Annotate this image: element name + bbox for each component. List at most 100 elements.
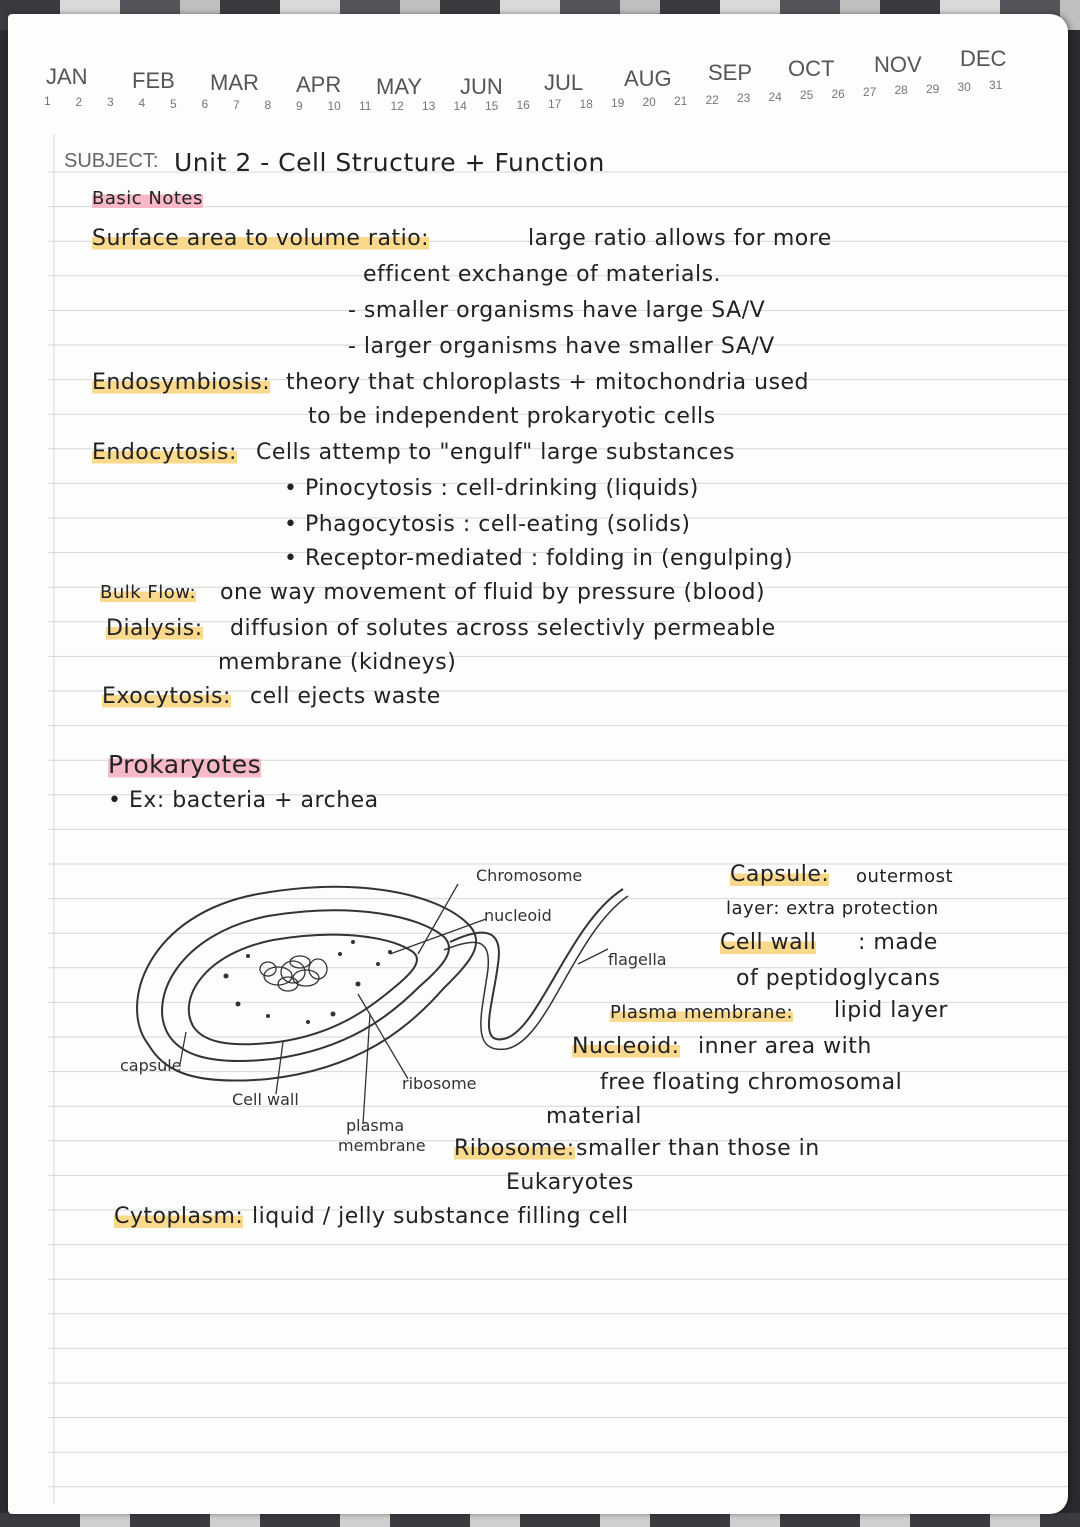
ribosome-term: Ribosome: <box>454 1136 575 1161</box>
calendar-day: 29 <box>926 81 940 96</box>
calendar-day: 10 <box>327 98 341 113</box>
calendar-month: DEC <box>960 46 1007 71</box>
phagocytosis-item: • Phagocytosis : cell-eating (solids) <box>284 512 691 537</box>
subject-title: Unit 2 - Cell Structure + Function <box>174 148 605 177</box>
bulk-flow-def: one way movement of fluid by pressure (b… <box>220 580 766 605</box>
endosymbiosis-def-1: theory that chloroplasts + mitochondria … <box>286 370 810 395</box>
calendar-day: 27 <box>863 85 877 99</box>
calendar-day: 31 <box>989 78 1003 92</box>
ribosome-dots <box>223 940 392 1024</box>
calendar-month: SEP <box>708 60 753 85</box>
calendar-month: OCT <box>788 56 835 81</box>
calendar-day: 23 <box>737 91 751 106</box>
endocytosis-term: Endocytosis: <box>92 440 237 465</box>
calendar-day: 26 <box>831 86 845 101</box>
cell-wall-label: Cell wall <box>232 1090 299 1109</box>
calendar-day: 19 <box>611 95 625 110</box>
dialysis-def-1: diffusion of solutes across selectivly p… <box>230 616 776 641</box>
dialysis-term: Dialysis: <box>106 616 203 641</box>
calendar-day: 24 <box>768 89 782 104</box>
endocytosis-def-1: Cells attemp to "engulf" large substance… <box>256 440 736 465</box>
calendar-day: 18 <box>579 96 593 111</box>
cell-wall-def-2: of peptidoglycans <box>736 966 941 991</box>
plasma-membrane-label-1: plasma <box>346 1116 405 1135</box>
dialysis-def-2: membrane (kidneys) <box>218 650 457 675</box>
calendar-day: 4 <box>138 96 146 111</box>
cytoplasm-term: Cytoplasm: <box>114 1204 244 1229</box>
capsule-outline <box>136 885 478 1082</box>
calendar-day: 20 <box>642 94 656 109</box>
bulk-flow-term: Bulk Flow: <box>100 582 197 603</box>
notebook-page: SUBJECT: Unit 2 - Cell Structure + Funct… <box>8 14 1068 1514</box>
capsule-def-2: layer: extra protection <box>726 898 939 919</box>
sa-def-3: - smaller organisms have large SA/V <box>348 298 766 323</box>
exocytosis-term: Exocytosis: <box>102 684 231 709</box>
chromosome-label: Chromosome <box>476 866 583 885</box>
calendar-day: 12 <box>390 99 404 114</box>
receptor-mediated-item: • Receptor-mediated : folding in (engulp… <box>284 546 794 571</box>
ribosome-def-1: smaller than those in <box>576 1136 820 1161</box>
calendar-month: JUN <box>460 74 503 99</box>
nucleoid-def-3: material <box>546 1104 642 1129</box>
calendar-day: 22 <box>705 92 719 107</box>
capsule-label: capsule <box>120 1056 182 1075</box>
prokaryote-diagram <box>136 883 629 1125</box>
exocytosis-def: cell ejects waste <box>250 684 441 709</box>
sa-def-4: - larger organisms have smaller SA/V <box>348 334 775 359</box>
nucleoid-def-2: free floating chromosomal <box>600 1070 903 1095</box>
plasma-membrane-def: lipid layer <box>834 998 948 1023</box>
sa-term: Surface area to volume ratio: <box>92 226 430 251</box>
calendar-day: 15 <box>485 98 499 113</box>
plasma-membrane-term: Plasma membrane: <box>610 1002 794 1023</box>
capsule-term: Capsule: <box>730 862 830 887</box>
flagellum-inner <box>443 895 629 1050</box>
nucleoid-scribble <box>259 955 328 992</box>
flagella-label: flagella <box>608 950 667 969</box>
cell-wall-def-1: : made <box>858 930 938 955</box>
capsule-def-1: outermost <box>856 866 954 887</box>
ribosome-def-2: Eukaryotes <box>506 1170 634 1195</box>
calendar-month: JAN <box>46 64 88 89</box>
cytoplasm-def: liquid / jelly substance filling cell <box>252 1204 629 1229</box>
calendar-day: 7 <box>233 97 240 112</box>
calendar-day: 25 <box>800 88 814 103</box>
cell-wall-term: Cell wall <box>720 930 817 955</box>
nucleoid-term: Nucleoid: <box>572 1034 680 1059</box>
pinocytosis-item: • Pinocytosis : cell-drinking (liquids) <box>284 476 699 501</box>
calendar-day: 13 <box>422 99 436 113</box>
plasma-membrane-outline <box>187 933 418 1046</box>
calendar-day: 16 <box>516 98 530 112</box>
calendar-day: 28 <box>894 83 908 98</box>
calendar-month: NOV <box>874 52 922 77</box>
background-pattern-bottom <box>0 1513 1080 1527</box>
nucleoid-label: nucleoid <box>484 906 552 925</box>
calendar-day: 14 <box>453 98 467 113</box>
calendar-day: 5 <box>170 96 177 111</box>
label-leader-lines <box>179 883 609 1125</box>
calendar-month: FEB <box>132 68 175 93</box>
calendar-month: JUL <box>544 70 584 95</box>
calendar-day: 17 <box>548 97 562 112</box>
prokaryotes-heading: Prokaryotes <box>108 750 262 779</box>
sa-def-1: large ratio allows for more <box>528 226 832 251</box>
calendar-day: 3 <box>107 95 114 110</box>
calendar-month: APR <box>296 72 342 97</box>
calendar-day: 8 <box>264 98 272 113</box>
calendar-day: 6 <box>201 97 209 112</box>
calendar-day: 11 <box>359 99 372 114</box>
calendar-day: 21 <box>674 93 688 108</box>
basic-notes-heading: Basic Notes <box>92 188 203 209</box>
endosymbiosis-term: Endosymbiosis: <box>92 370 271 395</box>
sa-def-2: efficent exchange of materials. <box>363 262 722 287</box>
flagellum <box>449 888 624 1041</box>
subject-label: SUBJECT: <box>64 150 159 172</box>
calendar-day: 2 <box>75 94 83 109</box>
endosymbiosis-def-2: to be independent prokaryotic cells <box>308 404 716 429</box>
calendar-month: MAY <box>376 74 423 99</box>
nucleoid-def-1: inner area with <box>698 1034 872 1059</box>
calendar-month: MAR <box>210 70 259 95</box>
plasma-membrane-label-2: membrane <box>338 1136 426 1155</box>
calendar-day: 9 <box>296 98 303 113</box>
calendar-day: 1 <box>44 94 51 108</box>
